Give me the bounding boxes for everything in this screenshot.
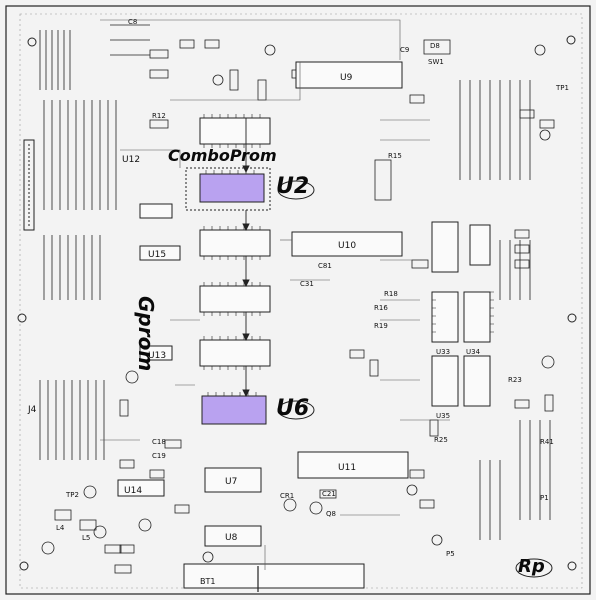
label-bt1: BT1 — [200, 577, 215, 586]
label-tp2: TP2 — [65, 491, 79, 499]
chip-label-u15: U15 — [148, 250, 166, 260]
u2-annotation: U2 — [276, 174, 310, 199]
u6-annotation: U6 — [276, 396, 310, 421]
board-outline — [5, 5, 591, 595]
label-r15: R15 — [388, 152, 402, 160]
resistor-bank-left — [39, 24, 551, 540]
label-p5: P5 — [446, 550, 455, 558]
label-j4: J4 — [27, 405, 37, 415]
mount-hole-icon — [566, 35, 576, 45]
label-r18: R18 — [384, 290, 398, 298]
u2-socket-outline — [185, 167, 271, 211]
prom-guide-arrows — [242, 118, 250, 398]
label-r12: R12 — [152, 112, 166, 120]
label-c31: C31 — [300, 280, 314, 288]
label-c8: C8 — [128, 18, 137, 26]
mount-hole-icon — [17, 313, 27, 323]
highlighted-chips — [185, 167, 271, 425]
label-sw1: SW1 — [428, 58, 444, 66]
u6-logo-ellipse-icon — [277, 400, 315, 420]
socket-mid — [199, 229, 271, 257]
chip-u33 — [431, 291, 459, 343]
chip-label-u14: U14 — [124, 486, 142, 496]
comboprom-annotation: ComboProm — [168, 146, 277, 165]
mount-hole-icon — [27, 37, 37, 47]
chip-gprom-b — [199, 339, 271, 367]
label-c19: C19 — [152, 452, 166, 460]
chip-u9 — [295, 61, 403, 89]
chip-label-u7: U7 — [225, 477, 237, 487]
label-r25: R25 — [434, 436, 448, 444]
chip-label-u8: U8 — [225, 533, 238, 543]
chip-u35-a — [431, 355, 459, 407]
chip-label-u11: U11 — [338, 463, 356, 473]
board-inner-outline — [19, 13, 583, 589]
chip-label-u35: U35 — [436, 412, 450, 420]
chip-u12 — [139, 345, 173, 361]
chip-label-u13: U13 — [148, 351, 166, 361]
socket-top — [199, 117, 271, 145]
gprom-annotation: Gprom — [134, 296, 158, 372]
edge-connector-left — [23, 139, 35, 231]
chip-u8 — [204, 525, 262, 547]
label-d8: D8 — [430, 42, 440, 50]
mount-hole-icon — [567, 561, 577, 571]
label-p1: P1 — [540, 494, 549, 502]
rp-annotation: Rp — [518, 556, 545, 577]
label-cr1: CR1 — [280, 492, 294, 500]
chip-u10 — [291, 231, 403, 257]
label-tp1: TP1 — [555, 84, 569, 92]
label-c18: C18 — [152, 438, 166, 446]
chip-label-u34: U34 — [466, 348, 481, 356]
label-c9: C9 — [400, 46, 409, 54]
chip-label-u10: U10 — [338, 241, 356, 251]
u2-logo-ellipse-icon — [277, 180, 315, 200]
chip-u14 — [117, 479, 165, 497]
rp-logo-ellipse-icon — [515, 558, 553, 578]
traces — [100, 19, 450, 570]
label-r23: R23 — [508, 376, 522, 384]
label-r19: R19 — [374, 322, 388, 330]
chip-u34 — [463, 291, 491, 343]
label-r16: R16 — [374, 304, 388, 312]
label-q8: Q8 — [326, 510, 336, 518]
chip-u15 — [139, 245, 181, 261]
label-c21: C21 — [322, 490, 336, 498]
battery-bt1 — [183, 563, 365, 589]
label-l4: L4 — [56, 524, 65, 532]
label-c81: C81 — [318, 262, 332, 270]
chip-u7 — [204, 467, 262, 493]
ic-packages — [117, 61, 491, 589]
chip-u35-b — [463, 355, 491, 407]
capacitors — [41, 44, 555, 563]
chip-u11 — [297, 451, 409, 479]
chip-u13 — [139, 203, 173, 219]
chip-label-u9: U9 — [340, 73, 353, 83]
label-l5: L5 — [82, 534, 90, 542]
label-r41: R41 — [540, 438, 554, 446]
chip-right-narrow — [469, 224, 491, 266]
chip-gprom-a — [199, 285, 271, 313]
ic-pins — [203, 114, 494, 370]
chip-right-top — [431, 221, 459, 273]
mount-hole-icon — [567, 313, 577, 323]
chip-label-u12: U12 — [122, 155, 140, 165]
chip-u2-highlight — [199, 173, 265, 203]
mount-hole-icon — [19, 561, 29, 571]
chip-u6-highlight — [201, 395, 267, 425]
chip-label-u33: U33 — [436, 348, 450, 356]
